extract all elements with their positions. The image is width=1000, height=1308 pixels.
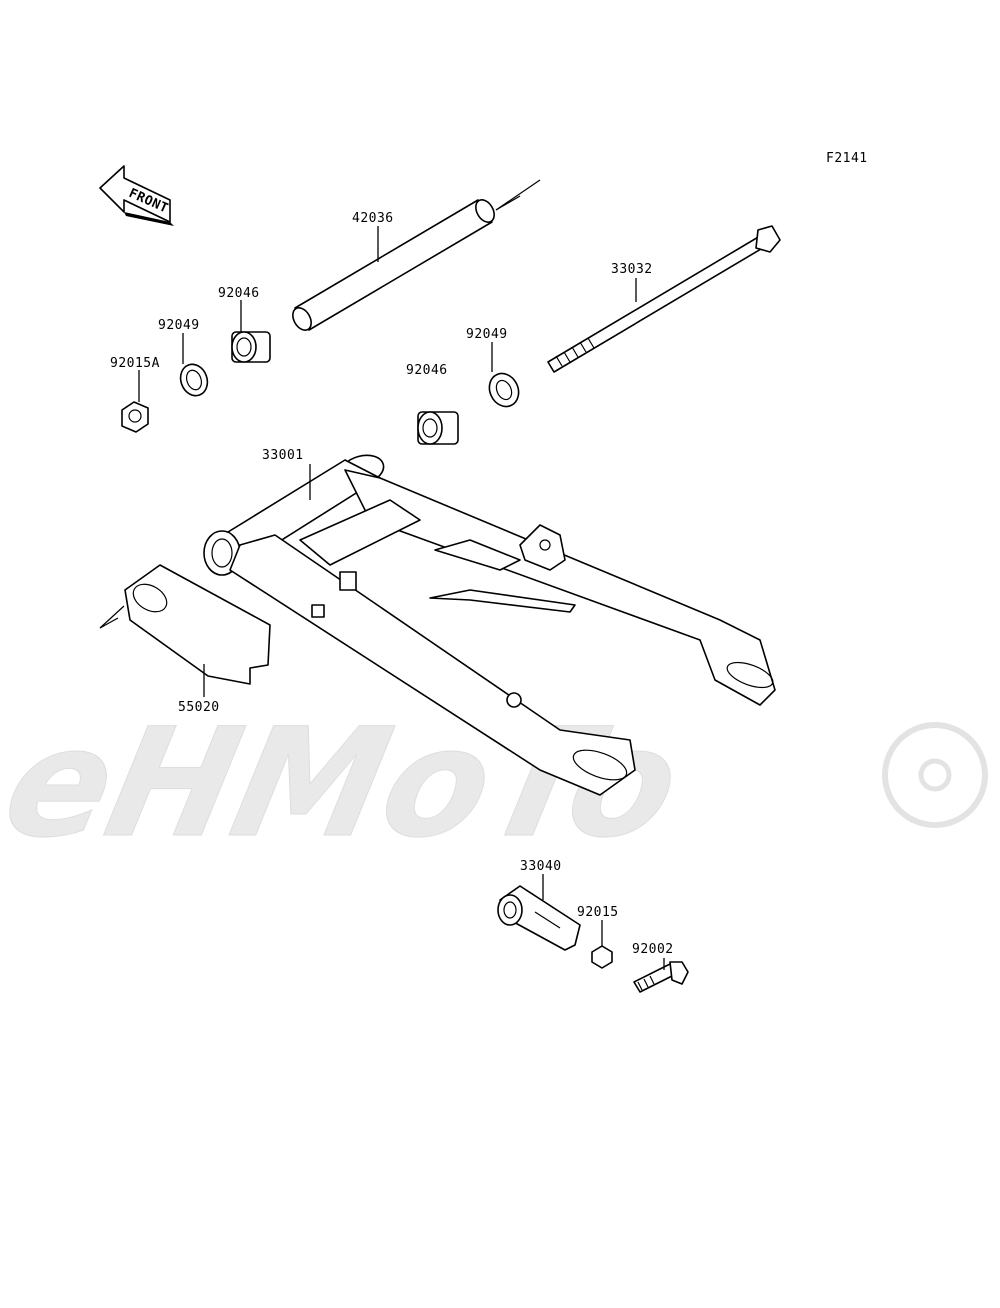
pivot-nut — [121, 370, 149, 433]
label-55020: 55020 — [178, 700, 220, 715]
label-92046-right: 92046 — [406, 363, 448, 378]
grease-seal-left — [179, 333, 209, 397]
label-33040: 33040 — [520, 859, 562, 874]
label-92015A: 92015A — [110, 356, 160, 371]
label-42036: 42036 — [352, 211, 394, 226]
label-92015: 92015 — [577, 905, 619, 920]
label-92049-upper: 92049 — [158, 318, 200, 333]
needle-bearing-right — [417, 411, 459, 445]
label-92049-right: 92049 — [466, 327, 508, 342]
label-33032: 33032 — [611, 262, 653, 277]
front-arrow-icon: FRONT — [99, 165, 174, 226]
needle-bearing-left — [231, 300, 271, 363]
watermark-wheel-icon — [882, 722, 988, 828]
grease-seal-right — [488, 342, 520, 408]
pivot-bolt — [547, 225, 781, 373]
adjuster-bolt — [633, 958, 689, 993]
figure-code: F2141 — [826, 151, 868, 166]
chain-adjuster — [497, 874, 581, 951]
label-33001: 33001 — [262, 448, 304, 463]
label-92002: 92002 — [632, 942, 674, 957]
adjuster-nut — [591, 920, 613, 969]
chain-guard — [99, 564, 271, 697]
swingarm — [203, 454, 776, 796]
label-92046-upper: 92046 — [218, 286, 260, 301]
pivot-sleeve — [292, 179, 541, 331]
